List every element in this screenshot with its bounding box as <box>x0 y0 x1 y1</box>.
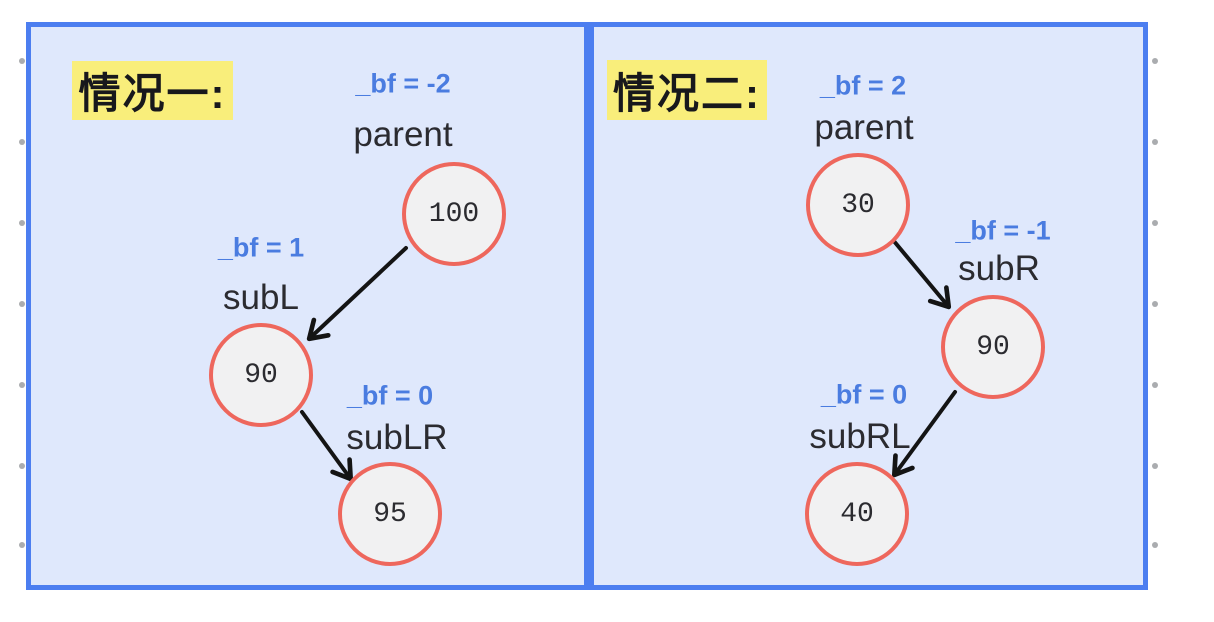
case1-parent-name-label: parent <box>353 115 453 154</box>
grid-dot <box>19 542 25 548</box>
case1-subLR-name-label: subLR <box>346 418 448 457</box>
grid-dot <box>1152 463 1158 469</box>
case2-parent-node: 30 <box>806 153 910 257</box>
case2-parent-name-label: parent <box>814 108 914 147</box>
case2-subR-name-label: subR <box>958 249 1040 288</box>
case1-subLR-node-value: 95 <box>373 498 407 530</box>
case1-parent-bf-label: _bf = -2 <box>355 68 451 99</box>
case2-subRL-node: 40 <box>805 462 909 566</box>
case1-subLR-node: 95 <box>338 462 442 566</box>
grid-dot <box>19 139 25 145</box>
grid-dot <box>19 382 25 388</box>
case2-subRL-node-value: 40 <box>840 498 874 530</box>
case2-subRL-name-label: subRL <box>809 417 911 456</box>
grid-dot <box>19 58 25 64</box>
case2-subRL-bf-label: _bf = 0 <box>820 379 908 410</box>
case2-parent-node-value: 30 <box>841 189 875 221</box>
case1-subL-node: 90 <box>209 323 313 427</box>
case2-label: 情况二: <box>607 60 767 120</box>
grid-dot <box>1152 139 1158 145</box>
grid-dot <box>1152 542 1158 548</box>
case1-subL-bf-label: _bf = 1 <box>217 232 305 263</box>
case1-subLR-bf-label: _bf = 0 <box>346 380 434 411</box>
grid-dot <box>19 463 25 469</box>
case2-subR-node: 90 <box>941 295 1045 399</box>
grid-dot <box>1152 301 1158 307</box>
case1-parent-node-value: 100 <box>428 198 480 230</box>
case2-subR-node-value: 90 <box>976 331 1010 363</box>
case1-subL-name-label: subL <box>223 278 299 317</box>
case1-subL-node-value: 90 <box>244 359 278 391</box>
grid-dot <box>19 220 25 226</box>
case2-parent-bf-label: _bf = 2 <box>819 70 907 101</box>
grid-dot <box>1152 58 1158 64</box>
grid-dot <box>1152 220 1158 226</box>
case2-subR-bf-label: _bf = -1 <box>955 215 1051 246</box>
case1-parent-node: 100 <box>402 162 506 266</box>
grid-dot <box>19 301 25 307</box>
case1-label: 情况一: <box>72 61 233 120</box>
grid-dot <box>1152 382 1158 388</box>
